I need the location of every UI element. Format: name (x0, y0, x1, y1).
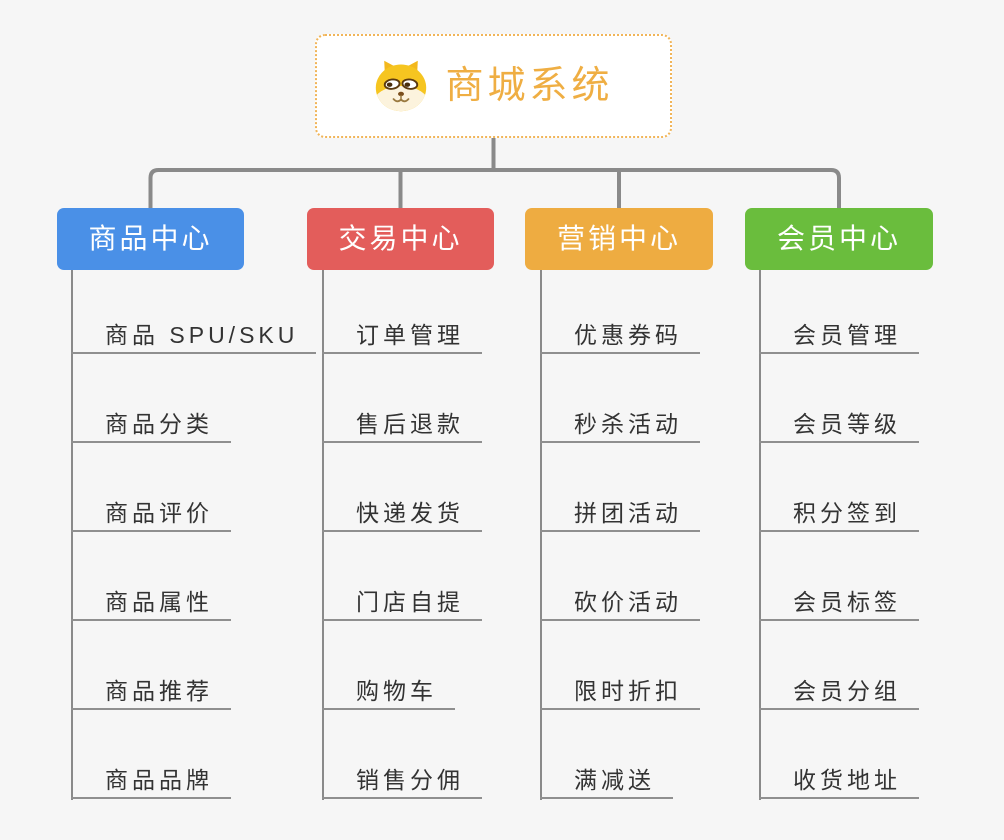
child-node-limited-time-discount[interactable]: 限时折扣 (540, 666, 700, 710)
root-node-title: 商城系统 (445, 65, 614, 107)
child-node-group-buy[interactable]: 拼团活动 (540, 488, 700, 532)
child-node-points-checkin[interactable]: 积分签到 (759, 488, 919, 532)
child-node-member-tag[interactable]: 会员标签 (759, 577, 919, 621)
child-node-product-brand[interactable]: 商品品牌 (71, 755, 231, 799)
doge-face-icon (376, 60, 427, 112)
child-node-sales-commission[interactable]: 销售分佣 (322, 755, 482, 799)
child-node-product-recommend[interactable]: 商品推荐 (71, 666, 231, 710)
branch-label: 会员中心 (776, 223, 901, 254)
branch-label: 交易中心 (338, 223, 463, 254)
child-node-express-delivery[interactable]: 快递发货 (322, 488, 482, 532)
child-node-shipping-address[interactable]: 收货地址 (759, 755, 919, 799)
child-node-store-pickup[interactable]: 门店自提 (322, 577, 482, 621)
child-node-product-category[interactable]: 商品分类 (71, 399, 231, 443)
child-node-member-management[interactable]: 会员管理 (759, 310, 919, 354)
branch-label: 营销中心 (556, 223, 681, 254)
child-node-shopping-cart[interactable]: 购物车 (322, 666, 455, 710)
child-node-product-review[interactable]: 商品评价 (71, 488, 231, 532)
root-node-mall-system[interactable]: 商城系统 (315, 34, 672, 138)
child-node-full-reduction[interactable]: 满减送 (540, 755, 673, 799)
child-node-coupon-code[interactable]: 优惠券码 (540, 310, 700, 354)
child-node-bargain-activity[interactable]: 砍价活动 (540, 577, 700, 621)
child-node-flash-sale[interactable]: 秒杀活动 (540, 399, 700, 443)
branch-node-member-center[interactable]: 会员中心 (745, 208, 933, 270)
branch-label: 商品中心 (88, 223, 213, 254)
branch-node-marketing-center[interactable]: 营销中心 (525, 208, 713, 270)
child-node-product-spu-sku[interactable]: 商品 SPU/SKU (71, 310, 317, 354)
child-node-aftersale-refund[interactable]: 售后退款 (322, 399, 482, 443)
child-node-member-group[interactable]: 会员分组 (759, 666, 919, 710)
branch-node-trade-center[interactable]: 交易中心 (307, 208, 494, 270)
branch-node-product-center[interactable]: 商品中心 (57, 208, 244, 270)
child-node-product-attribute[interactable]: 商品属性 (71, 577, 231, 621)
child-node-member-level[interactable]: 会员等级 (759, 399, 919, 443)
child-node-order-management[interactable]: 订单管理 (322, 310, 482, 354)
